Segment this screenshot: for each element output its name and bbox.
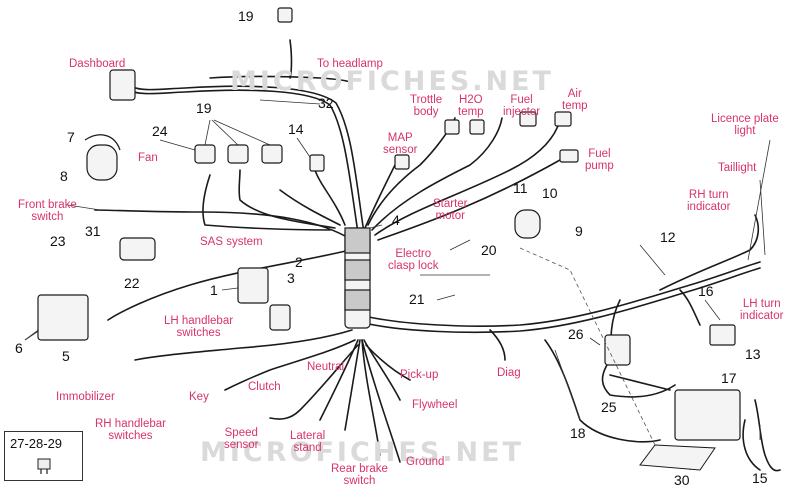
part-number-10: 10 [542,185,558,201]
starter-relay [514,209,541,239]
relay-block [237,267,269,304]
part-number-12: 12 [660,229,676,245]
part-number-14: 14 [288,121,304,137]
part-30-sheet [639,444,716,471]
coil [119,237,156,261]
label-fuel-pump: Fuel pump [585,148,614,172]
label-lh-turn-indicator: LH turn indicator [740,298,784,322]
part-number-32: 32 [318,95,334,111]
label-trottle-body: Trottle body [410,94,443,118]
part-number-30: 30 [674,472,690,488]
label-air-temp: Air temp [562,88,588,112]
label-clutch: Clutch [248,381,281,393]
part-number-7: 7 [67,129,75,145]
fuse-box [709,324,736,346]
label-taillight: Taillight [718,162,757,174]
label-front-brake-switch: Front brake switch [18,199,77,223]
label-lh-handlebar-switches: LH handlebar switches [164,315,234,339]
central-sleeve [344,227,371,254]
label-to-headlamp: To headlamp [317,58,383,70]
part-number-8: 8 [60,168,68,184]
label-speed-sensor: Speed sensor [224,427,259,451]
label-licence-plate-light: Licence plate light [711,113,779,137]
regulator [37,294,89,341]
label-flywheel: Flywheel [412,399,458,411]
label-rear-brake-switch: Rear brake switch [331,463,388,487]
main-trunk [127,89,359,234]
label-electro-clasp-lock: Electro clasp lock [388,248,439,272]
part-number-19-mid: 19 [196,100,212,116]
label-starter-motor: Starter motor [433,198,468,222]
label-pick-up: Pick-up [400,369,439,381]
part-number-15: 15 [752,470,768,486]
label-rh-handlebar-switches: RH handlebar switches [95,418,166,442]
watermark-bottom: MICROFICHES.NET [200,437,524,468]
label-sas-system: SAS system [200,236,263,248]
battery [674,389,741,441]
horn [86,144,118,181]
part-number-3: 3 [287,270,295,286]
part-number-22: 22 [124,275,140,291]
part-number-2: 2 [295,254,303,270]
part-number-26: 26 [568,326,584,342]
label-fuel-injector: Fuel injector [503,94,541,118]
label-neutral: Neutral [307,361,345,373]
label-dashboard: Dashboard [69,58,126,70]
part-number-11: 11 [513,180,528,196]
part-number-24: 24 [152,123,168,139]
watermark-top: MICROFICHES.NET [230,66,554,97]
box-label-text: 27-28-29 [10,436,63,451]
label-rh-turn-indicator: RH turn indicator [687,189,731,213]
diode-block [604,334,631,366]
label-fan: Fan [138,152,158,164]
part-number-5: 5 [62,348,70,364]
part-number-16: 16 [698,283,714,299]
label-map-sensor: MAP sensor [383,132,418,156]
label-h2o-temp: H2O temp [458,94,484,118]
part-number-9: 9 [575,223,583,239]
part-number-21: 21 [409,291,425,307]
part-number-23: 23 [50,233,66,249]
label-diag: Diag [497,367,521,379]
fuse-icon [37,458,51,474]
label-key: Key [189,391,209,403]
part-number-19-top: 19 [238,8,254,24]
part-number-17: 17 [721,370,737,386]
label-ground: Ground [406,456,445,468]
parts-box-27-28-29: 27-28-29 [4,431,83,481]
part-number-4: 4 [392,212,400,228]
part-number-31: 31 [85,223,101,239]
part-number-13: 13 [745,346,761,362]
part-number-18: 18 [570,425,586,441]
part-number-20: 20 [481,242,497,258]
label-lateral-stand: Lateral stand [290,430,326,454]
part-number-1: 1 [210,282,218,298]
fan-symbol [84,134,121,151]
part-number-6: 6 [15,340,23,356]
label-immobilizer: Immobilizer [56,391,115,403]
part-number-25: 25 [601,399,617,415]
